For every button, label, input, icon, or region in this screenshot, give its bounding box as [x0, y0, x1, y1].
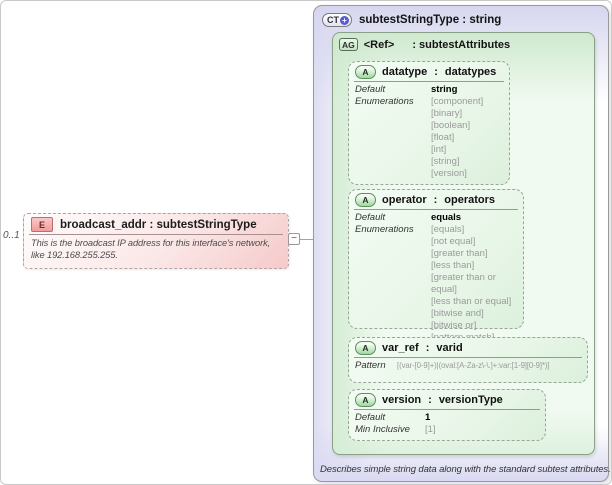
attribute-separator	[354, 357, 582, 358]
attribute-box-datatype[interactable]: A datatype : datatypes Default string En…	[348, 61, 510, 185]
enum-value: [float]	[431, 132, 455, 143]
attributegroup-title: : subtestAttributes	[412, 38, 511, 51]
property-row-enumerations: Enumerations [component] [binary] [boole…	[355, 96, 503, 180]
attribute-box-version[interactable]: A version : versionType Default 1 Min In…	[348, 389, 546, 441]
attributegroup-header: AG <Ref> : subtestAttributes	[339, 38, 510, 51]
attribute-properties: Default equals Enumerations [equals] [no…	[349, 210, 523, 346]
enum-value: [version]	[431, 168, 467, 179]
cardinality-label: 0..1	[3, 230, 20, 241]
attribute-badge-icon: A	[355, 341, 376, 355]
enum-value: [binary]	[431, 108, 463, 119]
enum-value: [string]	[431, 156, 460, 167]
property-label: Default	[355, 212, 386, 223]
attribute-properties: Pattern [(var-[0-9]+)|(oval:[A-Za-z\-\.]…	[349, 358, 587, 374]
attribute-type: versionType	[438, 394, 503, 406]
attribute-type: varid	[436, 342, 463, 354]
complextype-badge-icon: CT +	[322, 13, 352, 27]
property-row-default: Default 1	[355, 412, 539, 424]
attribute-badge-icon: A	[355, 65, 376, 79]
element-header: E broadcast_addr : subtestStringType	[24, 214, 288, 234]
attributegroup-badge-icon: AG	[339, 38, 358, 51]
element-box-broadcast-addr[interactable]: E broadcast_addr : subtestStringType Thi…	[23, 213, 289, 269]
property-label: Pattern	[355, 360, 386, 371]
attribute-header: A version : versionType	[349, 390, 545, 409]
property-label: Enumerations	[355, 96, 414, 107]
property-value: string	[431, 84, 458, 95]
enumeration-values: [equals] [not equal] [greater than] [les…	[431, 224, 517, 344]
attribute-badge-icon: A	[355, 193, 376, 207]
property-row-default: Default equals	[355, 212, 517, 224]
element-title: broadcast_addr : subtestStringType	[60, 218, 257, 231]
enum-value: [bitwise and]	[431, 308, 484, 319]
attribute-properties: Default string Enumerations [component] …	[349, 82, 509, 182]
property-label: Default	[355, 412, 386, 423]
property-value: [(var-[0-9]+)|(oval:[A-Za-z\-\.]+:var:[1…	[397, 361, 550, 370]
enum-value: [boolean]	[431, 120, 471, 131]
attribute-box-var-ref[interactable]: A var_ref : varid Pattern [(var-[0-9]+)|…	[348, 337, 588, 383]
attribute-separator	[354, 409, 540, 410]
expand-plus-icon[interactable]: +	[340, 15, 349, 25]
attributegroup-panel-subtestattributes[interactable]: AG <Ref> : subtestAttributes A datatype …	[332, 32, 595, 455]
complextype-footer-description: Describes simple string data along with …	[320, 464, 611, 475]
attribute-colon: :	[434, 66, 438, 78]
attribute-name: datatype	[382, 66, 428, 78]
element-description: This is the broadcast IP address for thi…	[31, 238, 271, 260]
enum-value: [bitwise or]	[431, 320, 477, 331]
attribute-header: A datatype : datatypes	[349, 62, 509, 81]
attributegroup-ref-label: <Ref>	[363, 38, 395, 51]
complextype-badge-label: CT	[327, 15, 339, 25]
enum-value: [int]	[431, 144, 447, 155]
property-row-pattern: Pattern [(var-[0-9]+)|(oval:[A-Za-z\-\.]…	[355, 360, 581, 372]
property-label: Enumerations	[355, 224, 414, 235]
attribute-separator	[354, 81, 504, 82]
attribute-badge-icon: A	[355, 393, 376, 407]
property-row-min-inclusive: Min Inclusive [1]	[355, 424, 539, 436]
complextype-header: CT + subtestStringType : string	[322, 13, 501, 27]
attribute-header: A operator : operators	[349, 190, 523, 209]
attribute-colon: :	[428, 394, 432, 406]
property-value: equals	[431, 212, 462, 223]
enum-value: [less than]	[431, 260, 475, 271]
attribute-colon: :	[433, 194, 438, 206]
property-value: 1	[425, 412, 431, 423]
attribute-type: operators	[444, 194, 496, 206]
element-separator	[29, 234, 283, 235]
attribute-header: A var_ref : varid	[349, 338, 587, 357]
enum-value: [greater than or equal]	[431, 272, 496, 295]
enumeration-values: [component] [binary] [boolean] [float] […	[431, 96, 503, 180]
enum-value: [equals]	[431, 224, 465, 235]
enum-value: [greater than]	[431, 248, 488, 259]
attribute-separator	[354, 209, 518, 210]
property-label: Default	[355, 84, 386, 95]
collapse-minus-icon[interactable]: −	[288, 233, 300, 245]
complextype-title: subtestStringType : string	[359, 14, 502, 26]
property-label: Min Inclusive	[355, 424, 410, 435]
attribute-name: operator	[382, 194, 427, 206]
complextype-panel-subteststringtype[interactable]: CT + subtestStringType : string AG <Ref>…	[313, 5, 611, 482]
attribute-box-operator[interactable]: A operator : operators Default equals En…	[348, 189, 524, 343]
attribute-name: version	[382, 394, 422, 406]
attribute-name: var_ref	[382, 342, 419, 354]
enum-value: [less than or equal]	[431, 296, 512, 307]
attribute-properties: Default 1 Min Inclusive [1]	[349, 410, 545, 438]
element-badge-icon: E	[31, 217, 53, 232]
property-value: [1]	[425, 424, 436, 435]
attribute-type: datatypes	[444, 66, 497, 78]
enum-value: [not equal]	[431, 236, 476, 247]
attribute-colon: :	[425, 342, 430, 354]
property-row-default: Default string	[355, 84, 503, 96]
property-row-enumerations: Enumerations [equals] [not equal] [great…	[355, 224, 517, 344]
enum-value: [component]	[431, 96, 484, 107]
